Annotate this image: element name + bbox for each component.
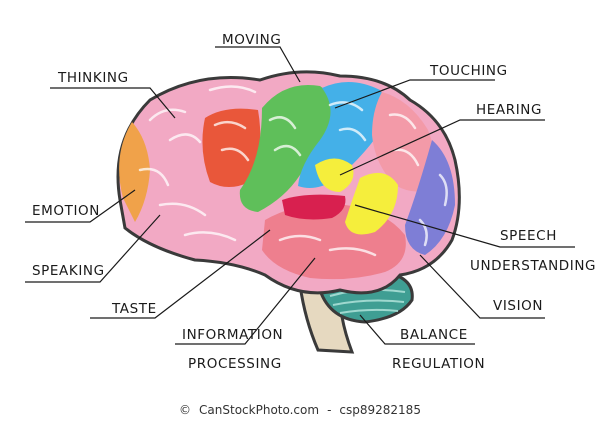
- label-information: INFORMATION: [182, 327, 283, 343]
- label-emotion: EMOTION: [32, 203, 100, 219]
- parietal-region: [372, 92, 435, 192]
- label-understanding: UNDERSTANDING: [470, 258, 596, 274]
- vision-region: [405, 140, 455, 255]
- label-moving: MOVING: [222, 32, 281, 48]
- touching-region: [298, 81, 388, 188]
- label-regulation: REGULATION: [392, 356, 485, 372]
- label-speaking: SPEAKING: [32, 263, 105, 279]
- credit-separator: -: [327, 403, 332, 417]
- moving-region: [239, 84, 336, 212]
- pointer-lines: [25, 46, 575, 345]
- label-taste: TASTE: [111, 301, 157, 317]
- credit-line: © CanStockPhoto.com-csp89282185: [0, 403, 600, 421]
- label-thinking: THINKING: [57, 70, 129, 86]
- label-speech: SPEECH: [500, 228, 557, 244]
- label-touching: TOUCHING: [429, 63, 508, 79]
- credit-id: csp89282185: [339, 403, 421, 417]
- label-hearing: HEARING: [476, 102, 542, 118]
- label-balance: BALANCE: [400, 327, 468, 343]
- credit-site: CanStockPhoto.com: [199, 403, 320, 417]
- emotion-region: [119, 122, 150, 222]
- hearing-region: [315, 158, 354, 192]
- label-processing: PROCESSING: [188, 356, 282, 372]
- copyright-symbol: ©: [179, 403, 192, 417]
- speech-understanding-region: [345, 172, 398, 235]
- label-vision: VISION: [493, 298, 543, 314]
- brain-diagram: MOVING THINKING TOUCHING HEARING EMOTION…: [25, 32, 596, 372]
- gyri-lines: [138, 85, 448, 257]
- taste-region: [282, 194, 346, 220]
